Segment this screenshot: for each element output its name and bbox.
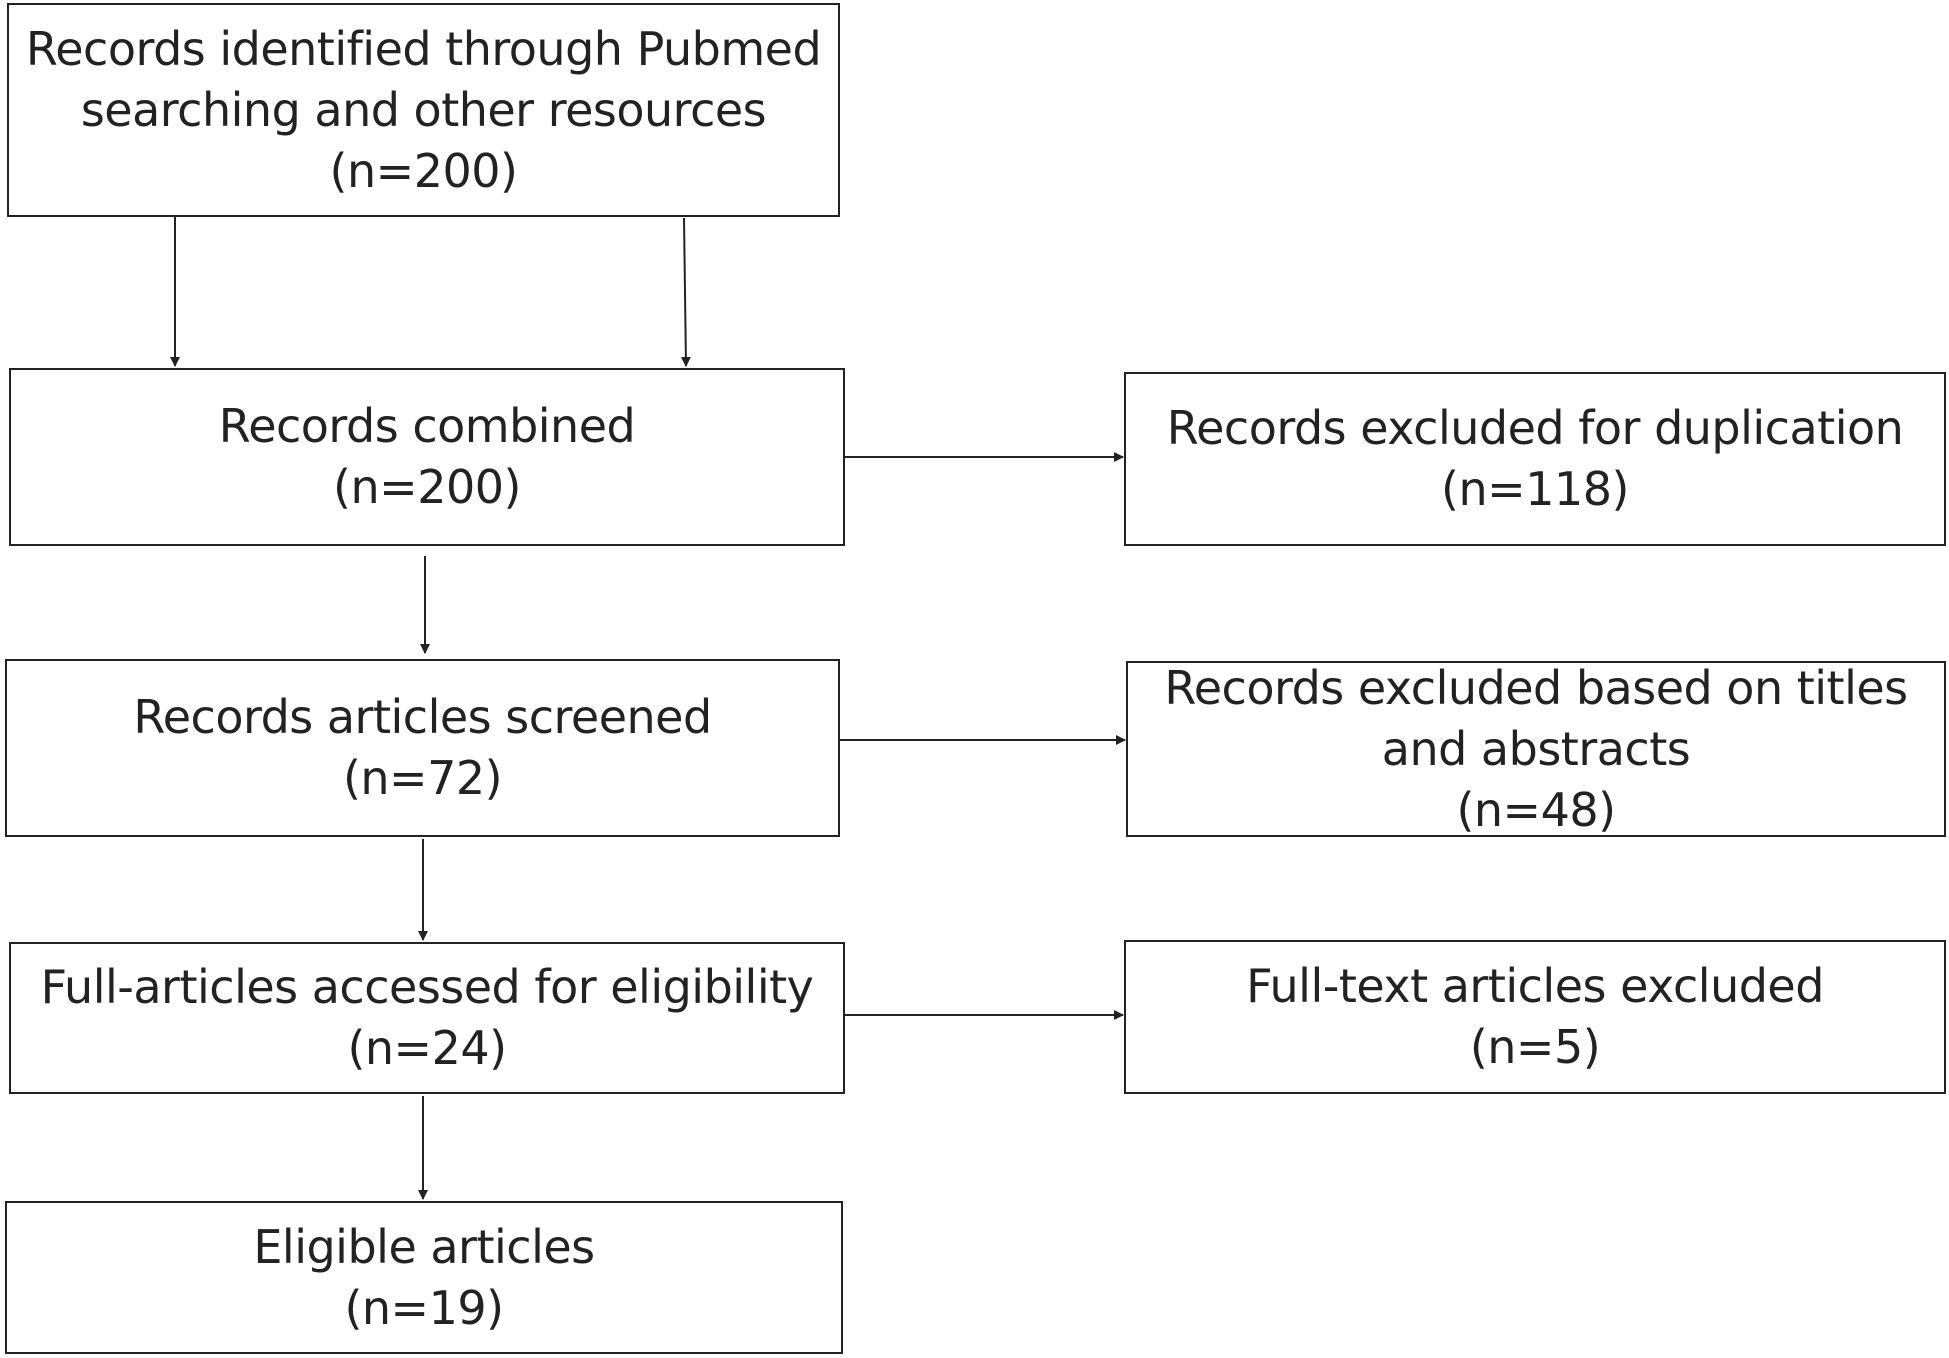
arrow-identified-to-combined-right [680,217,691,367]
node-records-screened: Records articles screened (n=72) [5,659,840,837]
node-line: Records excluded for duplication [1166,401,1904,455]
node-eligible-articles: Eligible articles (n=19) [5,1201,843,1354]
node-line: (n=19) [344,1280,504,1335]
node-line: Records combined [218,399,636,453]
node-line: Records excluded based on titles [1164,660,1908,715]
node-records-combined: Records combined (n=200) [9,368,845,546]
node-full-text-excluded: Full-text articles excluded (n=5) [1124,940,1946,1094]
node-line: Records identified through Pubmed [25,21,822,76]
node-line: (n=200) [329,143,518,198]
node-line: Full-text articles excluded [1246,959,1824,1013]
node-line: Eligible articles [253,1219,595,1274]
node-line: (n=24) [347,1021,507,1075]
node-records-excluded-duplication: Records excluded for duplication (n=118) [1124,372,1946,546]
node-line: and abstracts [1381,721,1691,776]
node-line: Full-articles accessed for eligibility [40,960,814,1014]
node-line: (n=118) [1441,462,1629,516]
node-full-articles-eligibility: Full-articles accessed for eligibility (… [9,942,845,1094]
node-line: searching and other resources [80,82,767,137]
node-line: Records articles screened [133,690,712,744]
node-records-identified: Records identified through Pubmed search… [7,3,840,217]
node-line: (n=48) [1456,782,1616,837]
node-line: (n=72) [342,751,503,805]
node-line: (n=5) [1469,1020,1601,1074]
node-records-excluded-titles: Records excluded based on titles and abs… [1126,661,1946,837]
node-line: (n=200) [333,460,521,514]
